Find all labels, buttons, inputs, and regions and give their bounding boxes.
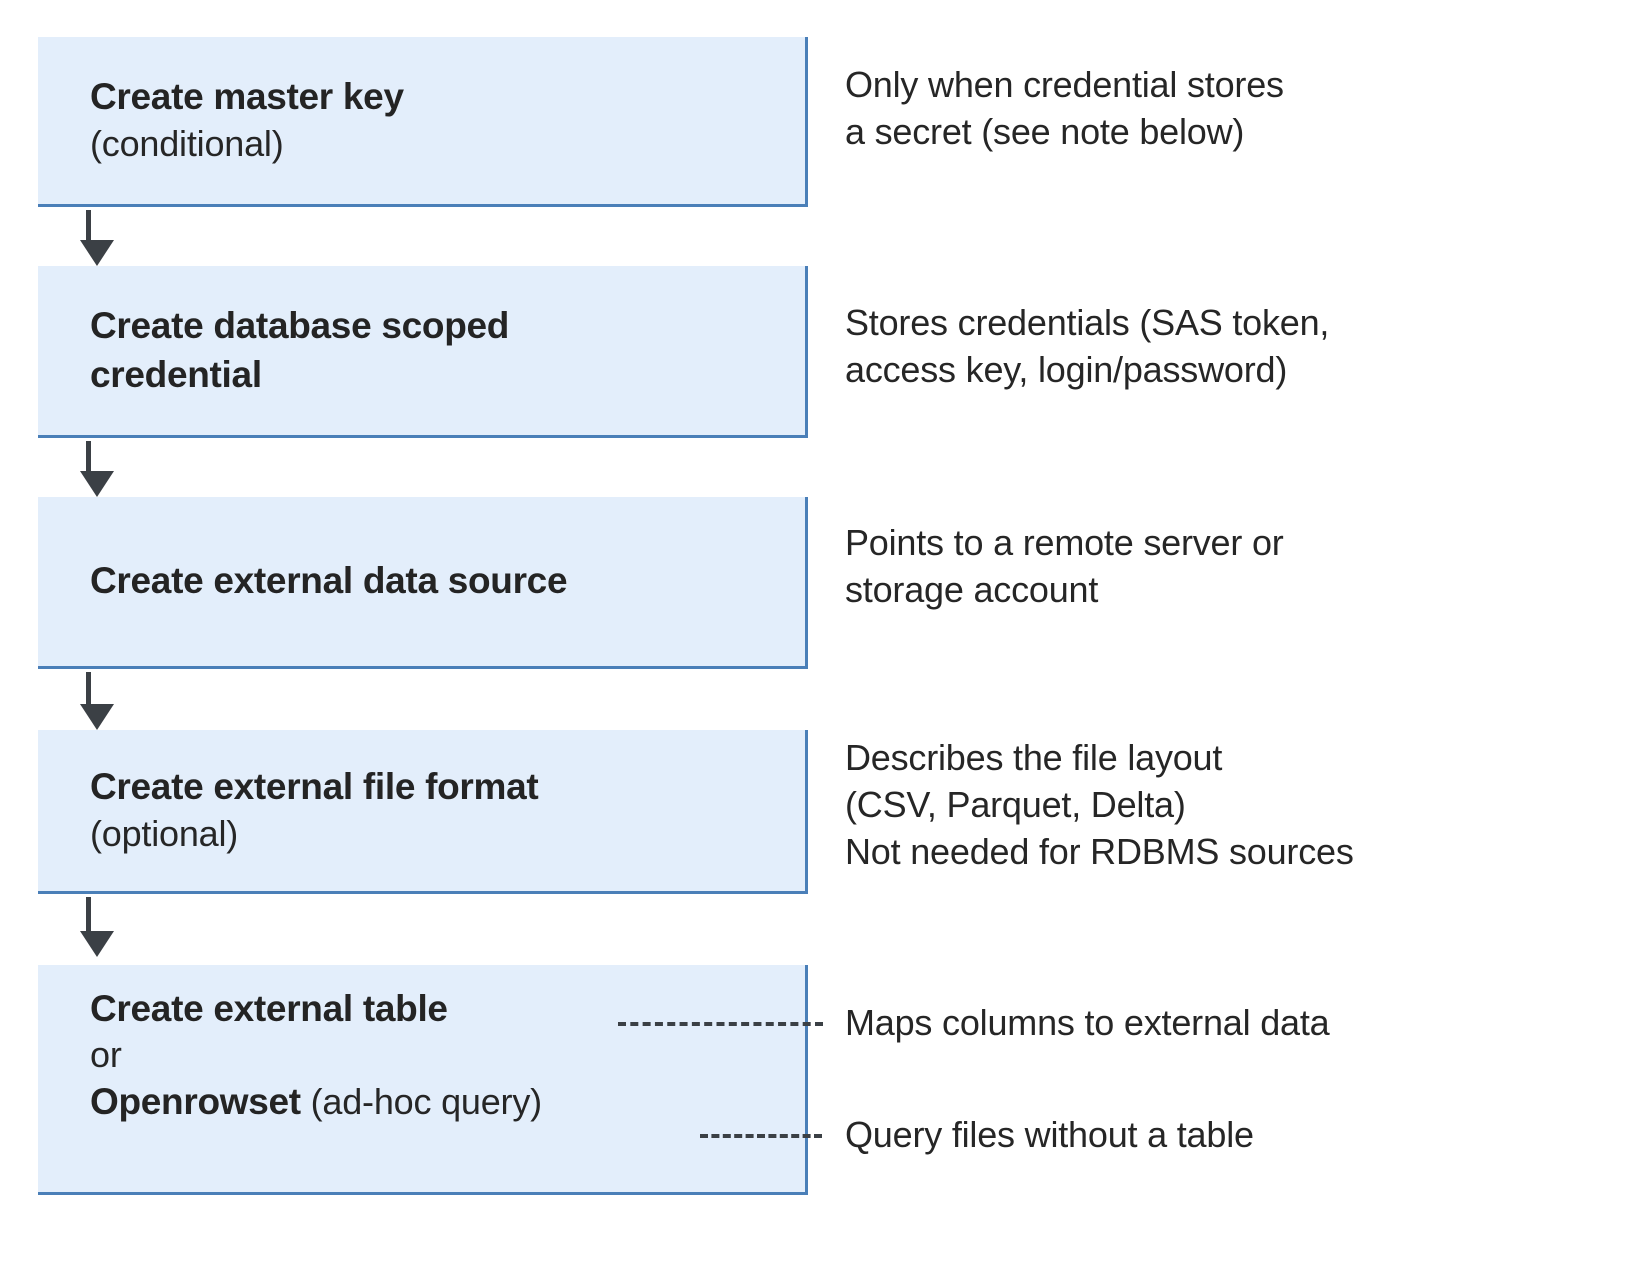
note-create-master-key: Only when credential stores a secret (se… <box>845 64 1284 152</box>
note-create-external-data-source: Points to a remote server or storage acc… <box>845 522 1284 610</box>
dashed-leader-external-table <box>618 1022 823 1026</box>
step-subtitle: (conditional) <box>90 123 284 165</box>
step-box-create-external-table-or-openrowset[interactable]: Create external table or Openrowset (ad-… <box>38 965 808 1195</box>
step-box-create-external-file-format[interactable]: Create external file format (optional) <box>38 730 808 894</box>
step-box-create-external-data-source[interactable]: Create external data source <box>38 497 808 669</box>
note-create-external-table: Maps columns to external data <box>845 1002 1330 1043</box>
step-title: Create external data source <box>90 560 568 602</box>
step-title: Create database scoped credential <box>90 305 510 395</box>
final-step-or-label: or <box>90 1034 122 1076</box>
step-box-create-database-scoped-credential[interactable]: Create database scoped credential <box>38 266 808 438</box>
step-box-create-master-key[interactable]: Create master key (conditional) <box>38 37 808 207</box>
final-step-title-line3: Openrowset (ad-hoc query) <box>90 1078 805 1126</box>
final-step-openrowset-label: Openrowset <box>90 1081 301 1123</box>
note-create-external-file-format: Describes the file layout (CSV, Parquet,… <box>845 737 1354 872</box>
step-subtitle: (optional) <box>90 813 239 855</box>
final-step-title-line1: Create external table <box>90 988 448 1029</box>
final-step-openrowset-qualifier: (ad-hoc query) <box>300 1081 543 1123</box>
dashed-leader-openrowset <box>700 1134 822 1138</box>
note-create-database-scoped-credential: Stores credentials (SAS token, access ke… <box>845 302 1330 390</box>
note-openrowset: Query files without a table <box>845 1114 1254 1155</box>
step-title: Create external file format <box>90 766 539 808</box>
step-title: Create master key <box>90 76 404 118</box>
